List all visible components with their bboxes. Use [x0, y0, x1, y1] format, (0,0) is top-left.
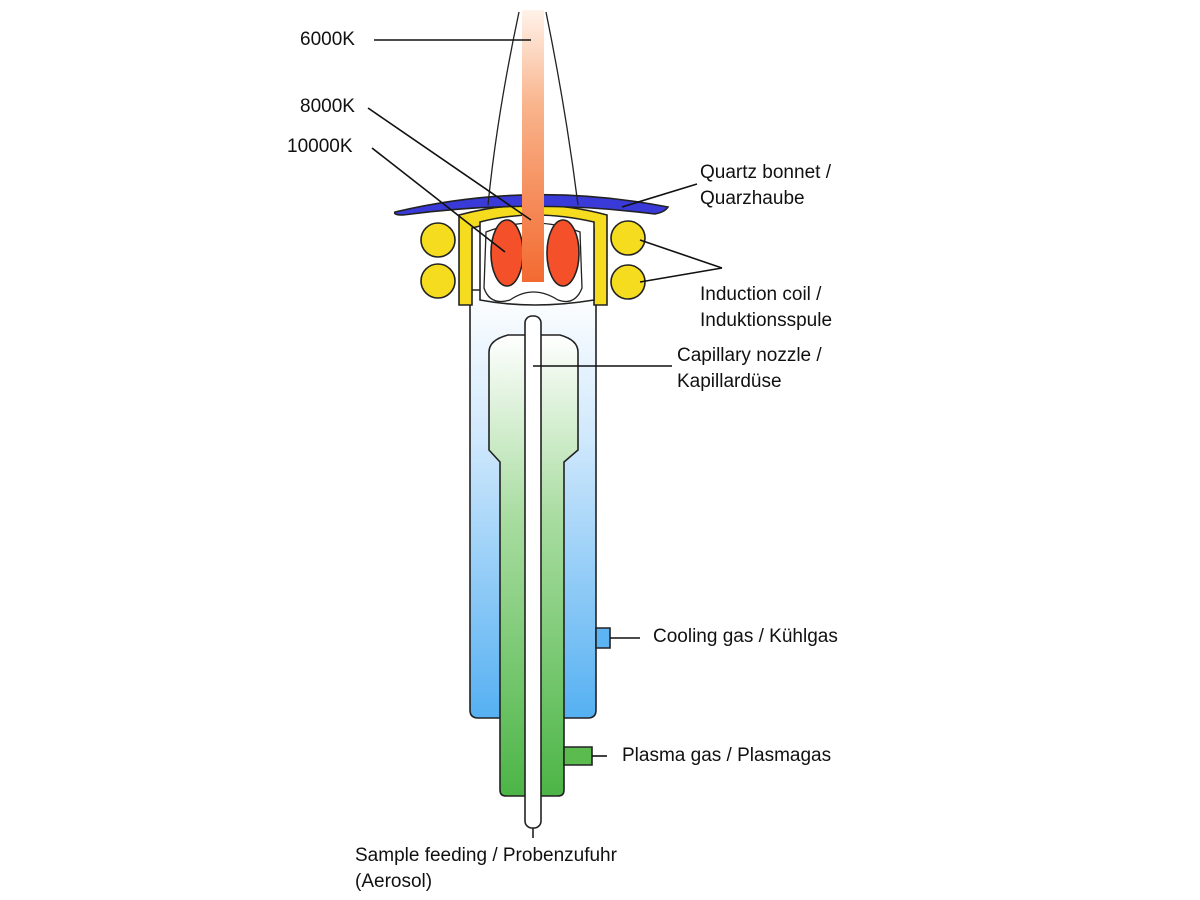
label-sample-feeding-line1: Sample feeding / Probenzufuhr — [355, 845, 617, 866]
cooling-gas-inlet — [595, 627, 611, 649]
label-quartz-bonnet-line1: Quartz bonnet / — [700, 162, 831, 183]
flame-envelope — [487, 11, 579, 206]
coil-winding-left-bottom — [420, 263, 456, 299]
plasma-gas-inlet — [563, 746, 593, 766]
label-6000k: 6000K — [300, 29, 355, 50]
capillary-nozzle — [524, 315, 542, 829]
label-10000k: 10000K — [287, 136, 353, 157]
leader-10000k — [371, 147, 506, 253]
plasma-plume — [522, 10, 544, 282]
label-capillary-nozzle-line2: Kapillardüse — [677, 371, 782, 392]
label-capillary-nozzle: Capillary nozzle / Kapillardüse — [677, 343, 822, 395]
label-capillary-nozzle-line1: Capillary nozzle / — [677, 345, 822, 366]
coil-winding-right-top — [610, 220, 646, 256]
leader-8000k — [367, 107, 532, 221]
coil-winding-left-top — [420, 222, 456, 258]
label-induction-coil-line1: Induction coil / — [700, 284, 822, 305]
plasma-core-left — [490, 219, 524, 287]
label-quartz-bonnet-line2: Quarzhaube — [700, 188, 805, 209]
label-plasma-gas: Plasma gas / Plasmagas — [622, 745, 832, 766]
leader-quartz-bonnet — [621, 183, 698, 208]
plasma-zone — [483, 222, 583, 303]
label-induction-coil: Induction coil / Induktionsspule — [700, 282, 832, 334]
coil-winding-right-bottom — [610, 264, 646, 300]
label-sample-feeding: Sample feeding / Probenzufuhr (Aerosol) — [355, 843, 617, 895]
label-8000k: 8000K — [300, 96, 355, 117]
label-induction-coil-line2: Induktionsspule — [700, 310, 833, 331]
leader-coil-top — [639, 239, 723, 269]
label-cooling-gas: Cooling gas / Kühlgas — [653, 626, 838, 647]
leader-coil-bottom — [639, 267, 723, 283]
label-quartz-bonnet: Quartz bonnet / Quarzhaube — [700, 160, 831, 212]
plasma-core-right — [546, 219, 580, 287]
label-sample-feeding-line2: (Aerosol) — [355, 871, 433, 892]
